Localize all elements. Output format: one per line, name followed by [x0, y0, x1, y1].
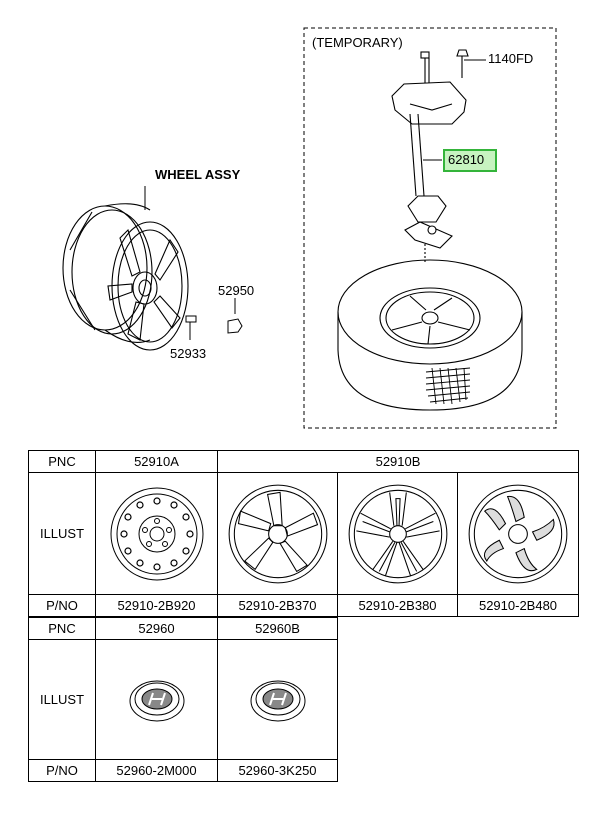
pnc-52910a[interactable]: 52910A — [95, 450, 218, 473]
wheel-assy-label: WHEEL ASSY — [155, 167, 241, 182]
hub-cap-emblem-icon — [129, 680, 184, 721]
pnc-52960[interactable]: 52960 — [95, 617, 218, 640]
pno-52960-2m000[interactable]: 52960-2M000 — [95, 759, 218, 782]
pnc-52910b[interactable]: 52910B — [216, 450, 580, 473]
pno-52910-2b370[interactable]: 52910-2B370 — [217, 594, 338, 617]
pno-52910-2b920[interactable]: 52910-2B920 — [95, 594, 218, 617]
hub-cap-parts-table: PNC 52960 52960B ILLUST P/NO 52960-2M000… — [28, 617, 338, 782]
alloy-wheel-blade-icon — [468, 484, 568, 583]
alloy-wheel-split-spoke-icon — [348, 484, 447, 583]
spare-carrier-drawing — [391, 49, 469, 262]
part-label-52950[interactable]: 52950 — [218, 283, 255, 298]
temporary-label: (TEMPORARY) — [312, 35, 403, 50]
spare-tire-drawing — [337, 259, 523, 411]
wheel-parts-table: PNC 52910A 52910B ILLUST — [28, 450, 580, 617]
part-highlight-62810 — [443, 149, 497, 172]
part-label-52933[interactable]: 52933 — [170, 346, 207, 361]
pnc-header-2: PNC — [28, 617, 96, 640]
illust-steel-wheel — [95, 472, 218, 595]
part-label-62810[interactable]: 62810 — [448, 152, 485, 167]
pno-52960-3k250[interactable]: 52960-3K250 — [217, 759, 338, 782]
temporary-spare-box — [303, 27, 557, 429]
illust-alloy-wheel-split-spoke — [337, 472, 458, 595]
illust-alloy-wheel-5-spoke — [217, 472, 338, 595]
hub-cap-emblem-icon — [250, 680, 305, 721]
pno-header: P/NO — [28, 594, 96, 617]
lug-nut-52950 — [227, 298, 243, 334]
wheel-assy-drawing — [62, 203, 189, 351]
pno-52910-2b380[interactable]: 52910-2B380 — [337, 594, 458, 617]
illust-alloy-wheel-blade — [456, 472, 580, 595]
valve-52933 — [185, 315, 197, 340]
illust-header-2: ILLUST — [28, 639, 96, 760]
illust-hub-cap-2 — [217, 639, 338, 760]
pnc-header: PNC — [28, 450, 96, 473]
steel-wheel-icon — [110, 487, 203, 580]
pnc-52960b[interactable]: 52960B — [217, 617, 338, 640]
pno-header-2: P/NO — [28, 759, 96, 782]
exploded-diagram — [62, 27, 557, 429]
illust-header: ILLUST — [28, 472, 96, 595]
part-label-1140fd[interactable]: 1140FD — [488, 51, 534, 66]
illust-hub-cap-1 — [95, 639, 218, 760]
pno-52910-2b480[interactable]: 52910-2B480 — [456, 594, 580, 617]
alloy-wheel-5-spoke-icon — [228, 484, 327, 583]
